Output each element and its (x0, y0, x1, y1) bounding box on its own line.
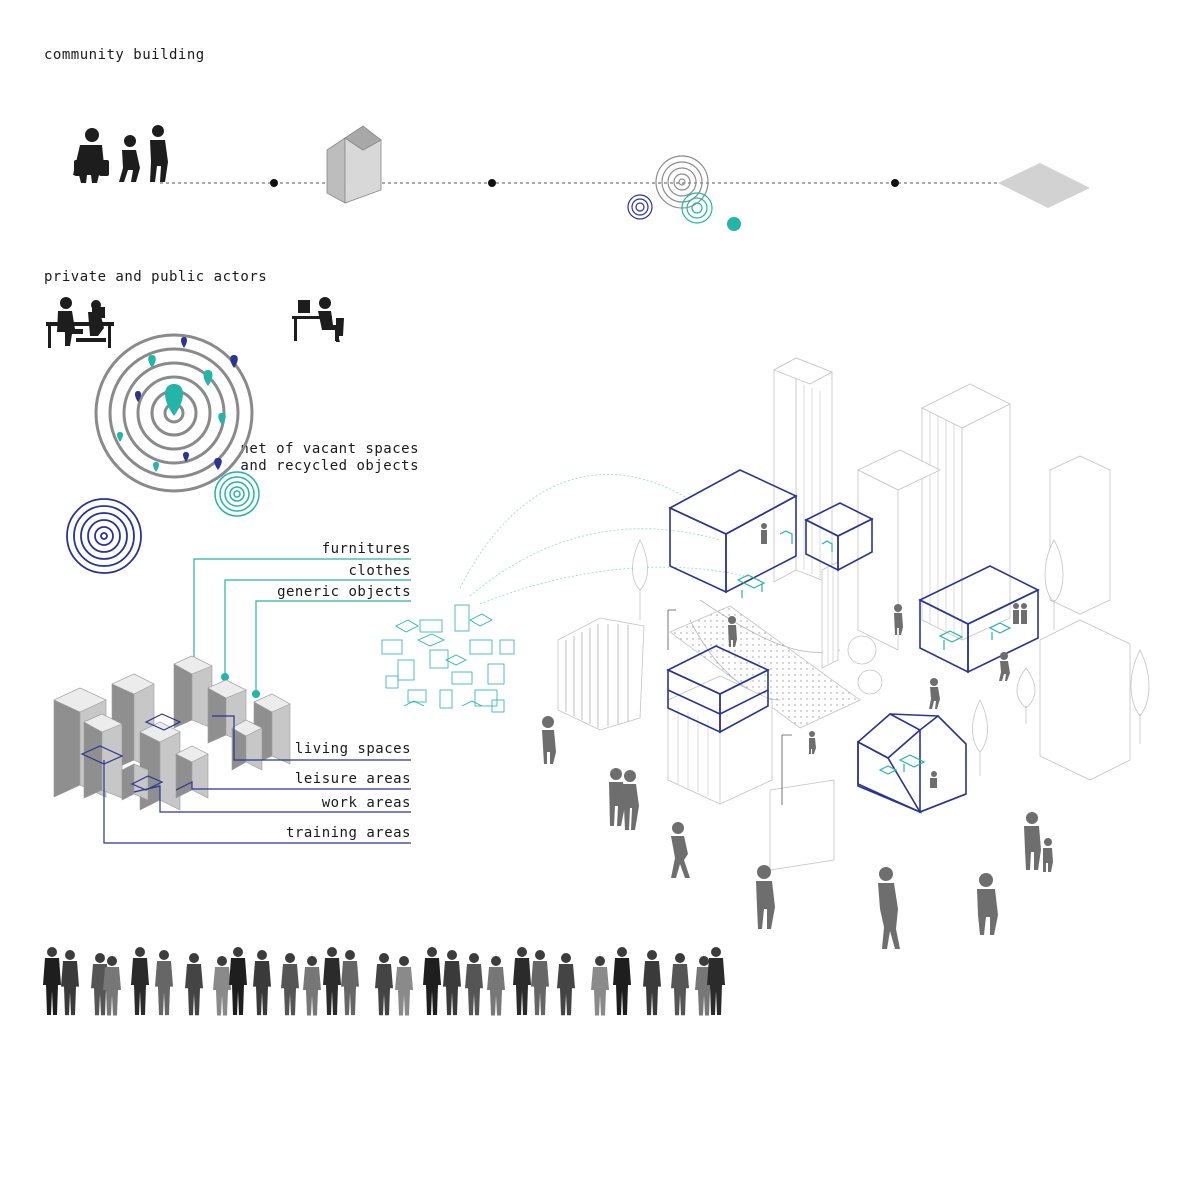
connection-arcs (459, 473, 761, 605)
crowd-person (43, 947, 61, 1015)
crowd-person (591, 956, 609, 1016)
office-workers-icon (46, 297, 114, 348)
pedestrian-7 (1024, 812, 1053, 872)
pedestrian-12 (809, 731, 816, 754)
crowd-person (155, 950, 173, 1016)
pedestrian-1 (542, 716, 556, 764)
crowd-person (557, 953, 575, 1016)
pedestrian-4 (756, 865, 775, 929)
crowd-person (323, 947, 341, 1015)
pedestrian-11 (999, 652, 1010, 681)
crowd-person (131, 947, 149, 1015)
people-in-boxes (761, 523, 1027, 788)
pedestrian-silhouettes (542, 523, 1053, 949)
module-boxes (666, 469, 1040, 814)
label-living-spaces: living spaces (294, 741, 411, 757)
label-clothes: clothes (348, 563, 411, 579)
pedestrian-6 (977, 873, 998, 935)
crowd-person (213, 956, 231, 1016)
empty-lot-plane (998, 163, 1090, 208)
urban-scene (557, 357, 1150, 871)
leader-dot-generic (252, 690, 260, 698)
crowd-person (375, 953, 393, 1016)
crowd-person (465, 953, 483, 1016)
location-pins (117, 337, 238, 472)
crowd-person (185, 953, 203, 1016)
label-training-areas: training areas (285, 825, 411, 841)
isometric-blocks (53, 655, 291, 811)
pedestrian-5 (878, 867, 900, 949)
space-leader-lines (80, 713, 411, 844)
crowd-person (303, 956, 321, 1016)
crowd-person (341, 950, 359, 1016)
net-label-line2: and recycled objects (240, 458, 419, 474)
object-leader-lines (193, 558, 411, 694)
net-of-vacant-spaces (94, 333, 254, 493)
crowd-person (531, 950, 549, 1016)
crowd-person (395, 956, 413, 1016)
pedestrian-2 (609, 768, 639, 830)
timeline (73, 125, 1090, 231)
private-public-actors-title: private and public actors (44, 269, 268, 285)
crowd-person (613, 947, 631, 1015)
pedestrian-3 (671, 822, 690, 878)
crowd-strip (43, 947, 725, 1016)
tower-left (773, 357, 797, 583)
label-generic-objects: generic objects (277, 584, 411, 600)
crowd-person (61, 950, 79, 1016)
net-label-line1: net of vacant spaces (240, 441, 419, 457)
crowd-person (671, 953, 689, 1016)
pedestrian-8 (728, 616, 737, 647)
crowd-person (443, 950, 461, 1016)
label-work-areas: work areas (321, 795, 411, 811)
community-building-title: community building (44, 47, 205, 63)
crowd-person (643, 950, 661, 1016)
walking-people-icon (73, 125, 168, 183)
label-leisure-areas: leisure areas (294, 771, 411, 787)
crowd-person (229, 947, 247, 1015)
desk-worker-icon (292, 297, 344, 342)
navy-target-icon (66, 498, 142, 574)
leader-dot-clothes (221, 673, 229, 681)
pedestrian-10 (929, 678, 940, 709)
crowd-person (707, 947, 725, 1015)
timeline-node-3 (891, 179, 899, 187)
crowd-person (103, 956, 121, 1016)
label-furnitures: furnitures (321, 541, 411, 557)
teal-target-icon (214, 471, 260, 517)
network-target-icon (627, 155, 741, 231)
crowd-person (513, 947, 531, 1015)
pedestrian-9 (894, 604, 903, 635)
timeline-node-2 (488, 179, 496, 187)
crowd-person (487, 956, 505, 1016)
crowd-person (281, 953, 299, 1016)
crowd-person (423, 947, 441, 1015)
timeline-node-1 (270, 179, 278, 187)
crowd-person (253, 950, 271, 1016)
recycled-objects-cloud (381, 604, 515, 713)
module-furniture (736, 530, 1012, 775)
house-icon (326, 125, 382, 204)
